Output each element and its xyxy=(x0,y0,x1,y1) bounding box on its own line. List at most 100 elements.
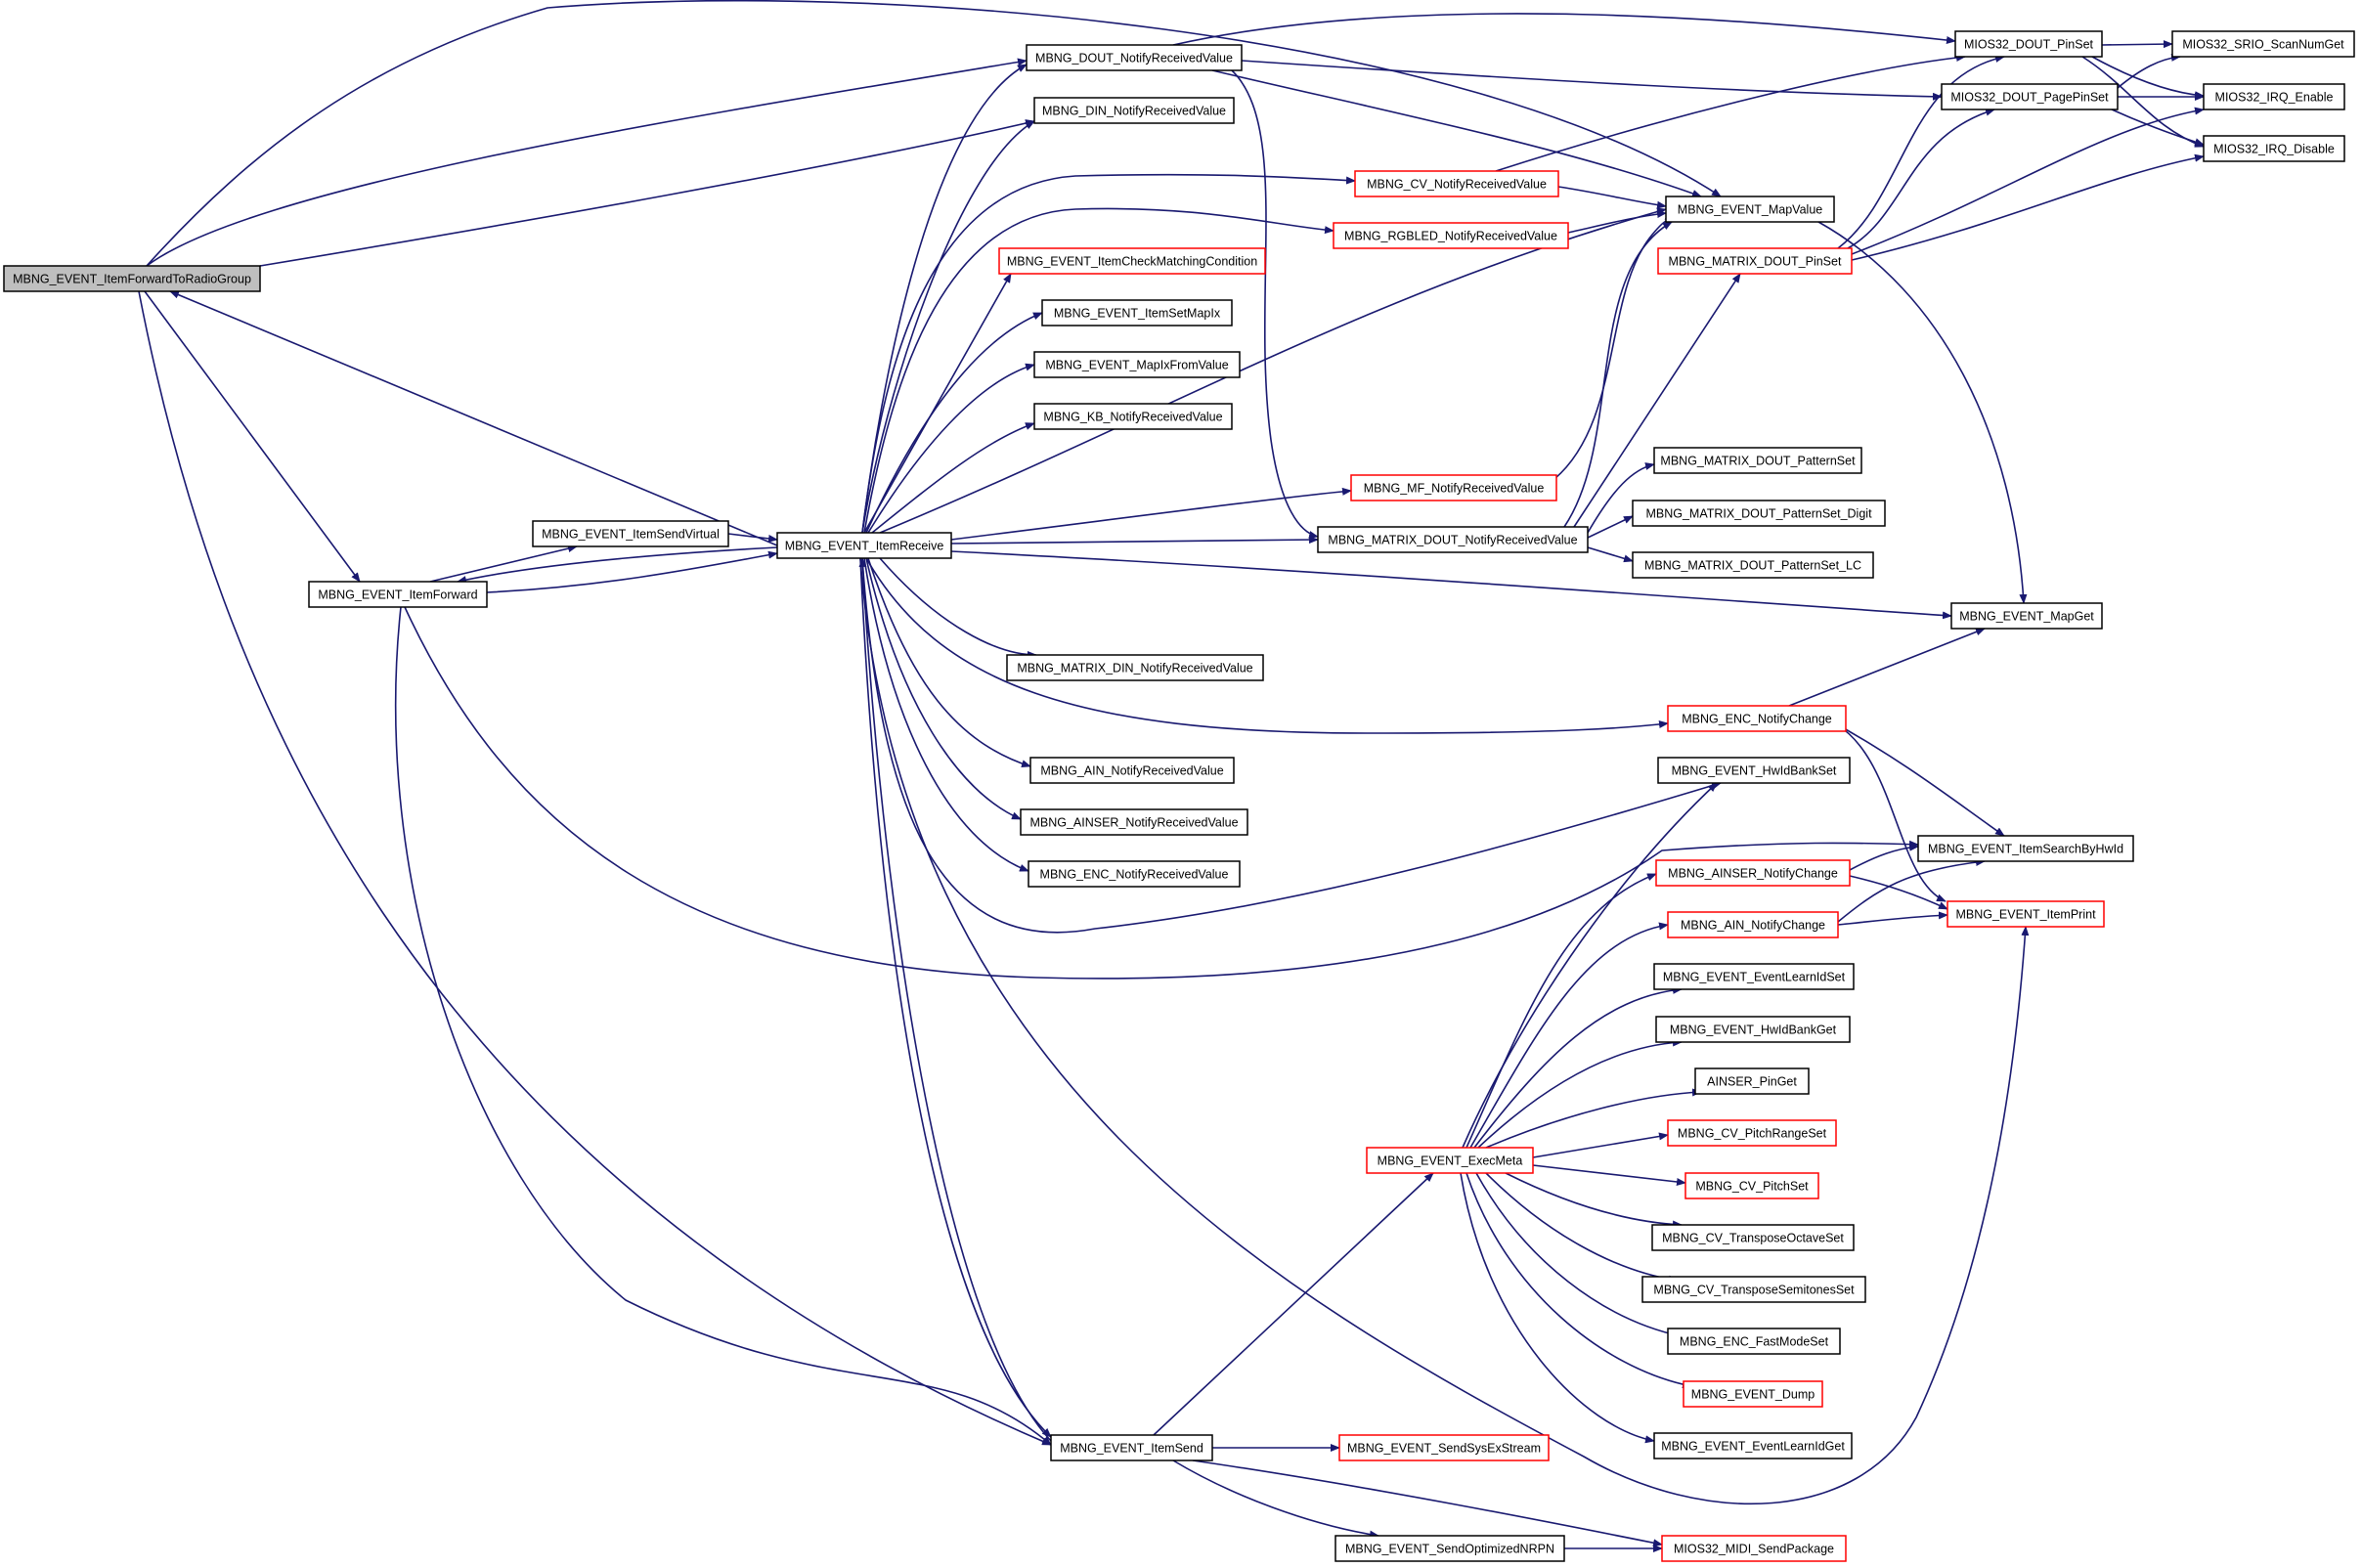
edge-mxdout_pinset-to-mios_doutpinset xyxy=(1837,55,2005,249)
node-label: MBNG_EVENT_Dump xyxy=(1691,1388,1815,1402)
node-label: MBNG_EVENT_EventLearnIdSet xyxy=(1663,971,1846,984)
node-mapvalue[interactable]: MBNG_EVENT_MapValue xyxy=(1665,196,1835,223)
node-mxdout-pinset[interactable]: MBNG_MATRIX_DOUT_PinSet xyxy=(1657,247,1853,275)
node-enc-nc[interactable]: MBNG_ENC_NotifyChange xyxy=(1667,705,1847,732)
edge-root-to-fwd xyxy=(144,290,361,583)
node-root[interactable]: MBNG_EVENT_ItemForwardToRadioGroup xyxy=(3,265,261,292)
edge-mios_doutpinset-to-mios_srio xyxy=(2101,40,2173,49)
node-sendvirt[interactable]: MBNG_EVENT_ItemSendVirtual xyxy=(532,520,729,547)
node-din-nrv[interactable]: MBNG_DIN_NotifyReceivedValue xyxy=(1033,97,1235,124)
node-label: MBNG_EVENT_MapGet xyxy=(1959,610,2094,624)
node-searchbyhwid[interactable]: MBNG_EVENT_ItemSearchByHwId xyxy=(1917,835,2134,862)
node-label: MBNG_CV_TransposeSemitonesSet xyxy=(1653,1284,1855,1297)
node-label: MBNG_RGBLED_NotifyReceivedValue xyxy=(1344,230,1557,243)
node-hwidbankget[interactable]: MBNG_EVENT_HwIdBankGet xyxy=(1655,1016,1851,1043)
node-cv-semitones[interactable]: MBNG_CV_TransposeSemitonesSet xyxy=(1641,1276,1866,1303)
node-mxdout-nrv[interactable]: MBNG_MATRIX_DOUT_NotifyReceivedValue xyxy=(1317,526,1589,553)
node-label: MBNG_EVENT_SendSysExStream xyxy=(1347,1442,1541,1456)
node-fwd[interactable]: MBNG_EVENT_ItemForward xyxy=(308,581,488,608)
node-mios-irqen[interactable]: MIOS32_IRQ_Enable xyxy=(2203,83,2345,110)
node-nrpn[interactable]: MBNG_EVENT_SendOptimizedNRPN xyxy=(1334,1535,1565,1562)
node-enc-nrv[interactable]: MBNG_ENC_NotifyReceivedValue xyxy=(1028,860,1241,888)
edge-execmeta-to-dump xyxy=(1465,1172,1692,1389)
node-box xyxy=(1366,1147,1534,1174)
node-mxdin-nrv[interactable]: MBNG_MATRIX_DIN_NotifyReceivedValue xyxy=(1006,654,1264,681)
edge-ainser_nc-to-itemprint xyxy=(1849,875,1948,910)
edge-execmeta-to-ainser_nc xyxy=(1465,873,1657,1149)
edge-execmeta-to-hwidbankset xyxy=(1462,782,1718,1149)
edge-recv-to-ainser_nrv xyxy=(865,557,1022,820)
edge-mios_doutpinset-to-mios_irqen xyxy=(2091,56,2205,100)
node-mx-pattern[interactable]: MBNG_MATRIX_DOUT_PatternSet xyxy=(1653,447,1862,474)
node-learnidget[interactable]: MBNG_EVENT_EventLearnIdGet xyxy=(1653,1432,1853,1459)
node-midisend[interactable]: MIOS32_MIDI_SendPackage xyxy=(1661,1535,1847,1562)
node-cv-nrv[interactable]: MBNG_CV_NotifyReceivedValue xyxy=(1354,170,1559,197)
node-box xyxy=(1653,963,1855,990)
node-ainser-pinget[interactable]: AINSER_PinGet xyxy=(1694,1067,1810,1095)
node-mx-pattern-lc[interactable]: MBNG_MATRIX_DOUT_PatternSet_LC xyxy=(1632,551,1874,579)
edge-recv-to-enc_nc xyxy=(865,557,1669,734)
node-label: MBNG_EVENT_MapValue xyxy=(1678,203,1822,217)
node-cv-pitchrange[interactable]: MBNG_CV_PitchRangeSet xyxy=(1667,1119,1837,1147)
node-itemprint[interactable]: MBNG_EVENT_ItemPrint xyxy=(1946,900,2105,928)
node-cv-octave[interactable]: MBNG_CV_TransposeOctaveSet xyxy=(1651,1224,1855,1251)
node-mf-nrv[interactable]: MBNG_MF_NotifyReceivedValue xyxy=(1350,474,1557,501)
edge-recv-to-mf_nrv xyxy=(950,487,1352,541)
node-mios-srio[interactable]: MIOS32_SRIO_ScanNumGet xyxy=(2171,30,2355,58)
node-box xyxy=(3,265,261,292)
node-enc-fastmode[interactable]: MBNG_ENC_FastModeSet xyxy=(1667,1328,1841,1355)
edge-mxdout_nrv-to-mx_pattern xyxy=(1587,462,1655,534)
node-ain-nrv[interactable]: MBNG_AIN_NotifyReceivedValue xyxy=(1029,757,1235,784)
node-label: MBNG_EVENT_HwIdBankSet xyxy=(1672,764,1837,778)
edge-recv-to-hwidbankset xyxy=(861,557,1722,934)
node-label: MBNG_MATRIX_DIN_NotifyReceivedValue xyxy=(1017,662,1252,675)
node-box xyxy=(1029,757,1235,784)
node-ain-nc[interactable]: MBNG_AIN_NotifyChange xyxy=(1667,911,1839,938)
node-itemsend[interactable]: MBNG_EVENT_ItemSend xyxy=(1050,1434,1213,1461)
node-mios-doutpagepinset[interactable]: MIOS32_DOUT_PagePinSet xyxy=(1941,83,2119,110)
node-cv-pitchset[interactable]: MBNG_CV_PitchSet xyxy=(1684,1172,1819,1199)
node-box xyxy=(1033,97,1235,124)
node-mapget[interactable]: MBNG_EVENT_MapGet xyxy=(1950,602,2103,630)
edge-rgb_nrv-to-mapvalue xyxy=(1567,210,1667,234)
edge-mxdout_nrv-to-mapvalue xyxy=(1563,221,1673,528)
node-recv[interactable]: MBNG_EVENT_ItemReceive xyxy=(776,532,952,559)
edge-mxdout_nrv-to-mxdout_pinset xyxy=(1573,273,1741,528)
node-box xyxy=(1667,705,1847,732)
node-dump[interactable]: MBNG_EVENT_Dump xyxy=(1683,1380,1823,1408)
node-sysex[interactable]: MBNG_EVENT_SendSysExStream xyxy=(1338,1434,1550,1461)
node-rgb-nrv[interactable]: MBNG_RGBLED_NotifyReceivedValue xyxy=(1333,222,1569,249)
node-label: MBNG_DIN_NotifyReceivedValue xyxy=(1042,105,1226,118)
edge-mxdout_pinset-to-mios_irqdis xyxy=(1851,153,2205,261)
node-ainser-nrv[interactable]: MBNG_AINSER_NotifyReceivedValue xyxy=(1020,808,1248,836)
node-learnidset[interactable]: MBNG_EVENT_EventLearnIdSet xyxy=(1653,963,1855,990)
edge-mios_doutpagepinset-to-mios_irqdis xyxy=(2111,109,2205,146)
node-box xyxy=(1033,403,1233,430)
node-box xyxy=(1657,247,1853,275)
edge-recv-to-itemprint xyxy=(859,557,2030,1505)
node-setmapix[interactable]: MBNG_EVENT_ItemSetMapIx xyxy=(1041,299,1233,327)
edge-enc_nc-to-mapget xyxy=(1788,628,1986,707)
edge-root-to-din_nrv xyxy=(259,119,1035,267)
edge-mxdout_pinset-to-mios_irqen xyxy=(1851,107,2205,255)
node-kb-nrv[interactable]: MBNG_KB_NotifyReceivedValue xyxy=(1033,403,1233,430)
node-box xyxy=(1028,860,1241,888)
edge-mxdout_nrv-to-mx_pattern_digit xyxy=(1587,515,1634,539)
node-hwidbankset[interactable]: MBNG_EVENT_HwIdBankSet xyxy=(1657,757,1851,784)
node-mx-pattern-digit[interactable]: MBNG_MATRIX_DOUT_PatternSet_Digit xyxy=(1632,500,1886,527)
node-label: MBNG_EVENT_MapIxFromValue xyxy=(1045,359,1228,372)
node-checkmatch[interactable]: MBNG_EVENT_ItemCheckMatchingCondition xyxy=(998,247,1266,275)
node-ainser-nc[interactable]: MBNG_AINSER_NotifyChange xyxy=(1655,859,1851,887)
node-box xyxy=(1334,1535,1565,1562)
node-dout-nrv[interactable]: MBNG_DOUT_NotifyReceivedValue xyxy=(1026,44,1243,71)
edge-recv-to-mxdin_nrv xyxy=(879,557,1037,659)
node-label: MBNG_EVENT_ItemSendVirtual xyxy=(542,528,720,542)
node-execmeta[interactable]: MBNG_EVENT_ExecMeta xyxy=(1366,1147,1534,1174)
node-mapixfrom[interactable]: MBNG_EVENT_MapIxFromValue xyxy=(1033,351,1241,378)
node-mios-irqdis[interactable]: MIOS32_IRQ_Disable xyxy=(2203,135,2345,162)
edge-recv-to-cv_nrv xyxy=(861,173,1356,534)
node-box xyxy=(1667,1328,1841,1355)
edge-mxdout_pinset-to-mios_doutpagepinset xyxy=(1847,108,1995,249)
node-mios-doutpinset[interactable]: MIOS32_DOUT_PinSet xyxy=(1954,30,2103,58)
